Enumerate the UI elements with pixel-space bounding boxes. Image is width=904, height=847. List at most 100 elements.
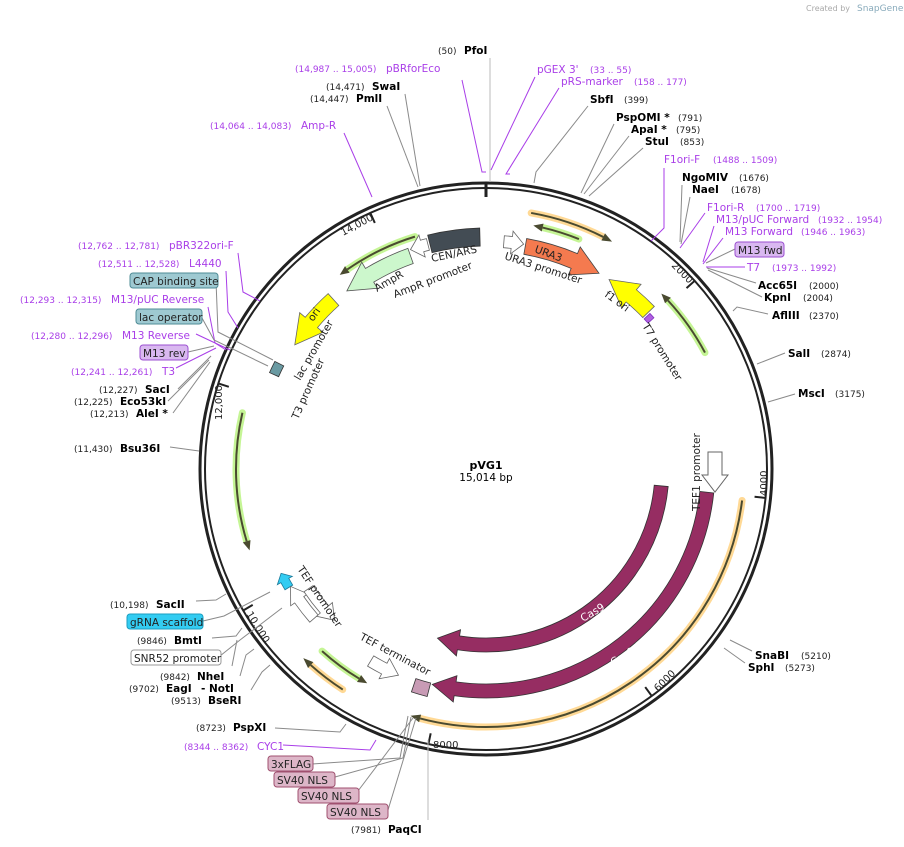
feature-box-sv40-nls[interactable]: SV40 NLS (297, 787, 360, 804)
feature-box-cap-binding-site[interactable]: CAP binding site (129, 272, 219, 289)
box-label: SNR52 promoter (134, 653, 222, 665)
site-sali[interactable]: SalI (788, 348, 810, 360)
site-bmti[interactable]: BmtI (174, 635, 202, 647)
primer-m13-puc-forward[interactable]: M13/pUC Forward (716, 214, 809, 226)
green-arrow-ampr-head (339, 266, 350, 275)
green-arrow-left (235, 412, 248, 542)
site-snabi[interactable]: SnaBI (755, 650, 789, 662)
site-noti[interactable]: - NotI (201, 683, 234, 695)
tick-mark (754, 495, 766, 499)
green-arrow-f1-glow (664, 296, 709, 357)
site-position: (9842) (160, 673, 190, 683)
tick-label-8000: 8000 (433, 740, 458, 751)
tick-label-2000: 2000 (669, 260, 695, 286)
tef-promoter-feature (290, 585, 319, 623)
primer-amp-r[interactable]: Amp-R (301, 120, 336, 132)
feature-box-lac-operator[interactable]: lac operator (135, 308, 203, 325)
primer-t7[interactable]: T7 (746, 262, 760, 274)
site-saci[interactable]: SacI (145, 384, 170, 396)
tick-label-12000: 12,000 (214, 385, 225, 420)
site-stui[interactable]: StuI (645, 136, 669, 148)
ura3-feature (523, 238, 600, 276)
primer-m13-reverse[interactable]: M13 Reverse (122, 330, 190, 342)
primer-m13-puc-reverse[interactable]: M13/pUC Reverse (111, 294, 204, 306)
tef-terminator-feature (366, 655, 400, 680)
t7-promoter-feature (643, 312, 655, 324)
tef1-promoter-feature (700, 451, 730, 493)
green-arrow-tef-head (357, 675, 368, 684)
site-sphi[interactable]: SphI (748, 662, 774, 674)
tick-label-14000: 14,000 (339, 213, 375, 239)
site-position: (2874) (821, 350, 851, 360)
site-paqci[interactable]: PaqCI (388, 824, 422, 836)
box-bg (126, 613, 204, 630)
site-position: (399) (624, 96, 648, 106)
primer-f1ori-r[interactable]: F1ori-R (707, 202, 744, 214)
box-bg (267, 755, 314, 772)
site-afliii[interactable]: AflIII (772, 310, 800, 322)
tick-mark (685, 280, 696, 289)
primer-pbrforeco[interactable]: pBRforEco (386, 63, 440, 75)
feature-box-3xflag[interactable]: 3xFLAG (267, 755, 314, 772)
feature-box-grna-scaffold[interactable]: gRNA scaffold (126, 613, 204, 630)
site-bsu36i[interactable]: Bsu36I (120, 443, 160, 455)
plasmid-length: 15,014 bp (459, 472, 513, 484)
site-kpni[interactable]: KpnI (764, 292, 791, 304)
box-bg (135, 308, 203, 325)
site-position: (9846) (137, 637, 167, 647)
site-position: (9702) (129, 685, 159, 695)
site-position: (10,198) (110, 601, 149, 611)
site-eagi[interactable]: EagI (166, 683, 192, 695)
feature-label-t7-promoter[interactable]: T7 promoter (639, 320, 685, 383)
feature-box-snr52-promoter[interactable]: SNR52 promoter (130, 649, 222, 666)
grna-scaffold-feature (276, 572, 294, 591)
site-naei[interactable]: NaeI (692, 184, 719, 196)
green-arrow-f1 (667, 299, 706, 354)
primer-l4440[interactable]: L4440 (189, 258, 222, 270)
site-eco53ki[interactable]: Eco53kI (120, 396, 166, 408)
primer-range: (12,241 .. 12,261) (71, 368, 152, 378)
orange-arrow-tef-head (303, 658, 314, 669)
site-msci[interactable]: MscI (798, 388, 825, 400)
primer-f1ori-f[interactable]: F1ori-F (664, 154, 700, 166)
primer-t3[interactable]: T3 (161, 366, 175, 378)
site-nhei[interactable]: NheI (197, 671, 224, 683)
site-position: (3175) (835, 390, 865, 400)
site-swai[interactable]: SwaI (372, 81, 400, 93)
site-apai[interactable]: ApaI * (631, 124, 667, 136)
site-pmli[interactable]: PmlI (356, 93, 382, 105)
green-arrow-f1-head (661, 293, 671, 304)
feature-box-sv40-nls[interactable]: SV40 NLS (273, 771, 336, 788)
site-pspomi[interactable]: PspOMI * (616, 112, 670, 124)
site-bseri[interactable]: BseRI (208, 695, 241, 707)
orange-arrow-ura3-head (601, 233, 613, 242)
site-acc65i[interactable]: Acc65I (758, 280, 797, 292)
features-layer (232, 209, 746, 731)
site-sacii[interactable]: SacII (156, 599, 185, 611)
primer-pbr322ori-f[interactable]: pBR322ori-F (169, 240, 234, 252)
primer-cyc1[interactable]: CYC1 (257, 741, 284, 753)
primer-range: (12,280 .. 12,296) (31, 332, 112, 342)
primer-prs-marker[interactable]: pRS-marker (561, 76, 624, 88)
box-bg (139, 344, 189, 361)
green-arrow-ampr (346, 235, 416, 271)
site-alei[interactable]: AleI * (136, 408, 168, 420)
feature-box-m13-fwd[interactable]: M13 fwd (734, 241, 785, 258)
feature-box-m13-rev[interactable]: M13 rev (139, 344, 189, 361)
primer-m13-forward[interactable]: M13 Forward (725, 226, 793, 238)
feature-box-sv40-nls[interactable]: SV40 NLS (326, 803, 389, 820)
site-position: (2000) (809, 282, 839, 292)
box-bg (297, 787, 360, 804)
snapgene-logo: SnapGene (857, 4, 904, 14)
site-sbfi[interactable]: SbfI (590, 94, 614, 106)
primer-pgex-3[interactable]: pGEX 3' (537, 64, 579, 76)
feature-label-tef1-promoter[interactable]: TEF1 promoter (691, 432, 703, 512)
site-pspxi[interactable]: PspXI (233, 722, 266, 734)
site-pfoi[interactable]: PfoI (464, 45, 487, 57)
site-ngomiv[interactable]: NgoMIV (682, 172, 729, 184)
primer-range: (1700 .. 1719) (756, 204, 820, 214)
box-label: SV40 NLS (330, 807, 381, 819)
site-position: (795) (676, 126, 700, 136)
primer-leader-lines (175, 76, 745, 751)
